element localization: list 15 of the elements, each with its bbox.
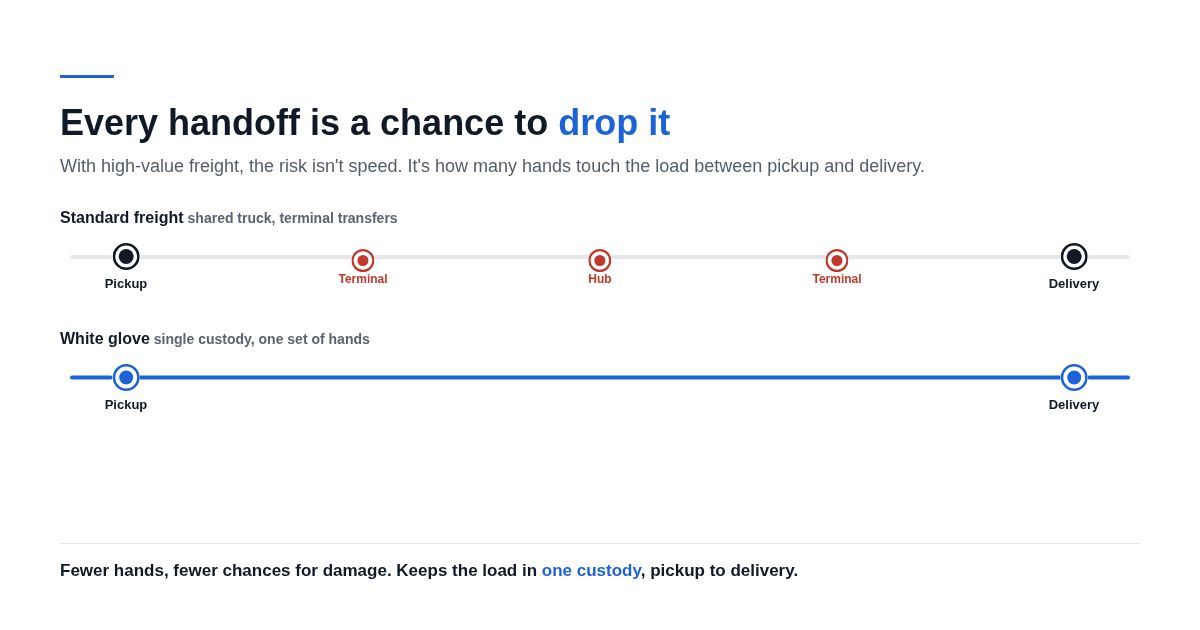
stop-label: Terminal bbox=[812, 273, 862, 285]
track-heading: White glove bbox=[60, 329, 150, 349]
track-description: shared truck, terminal transfers bbox=[187, 209, 398, 228]
page-title: Every handoff is a chance to drop it bbox=[60, 101, 671, 145]
stop-label: Pickup bbox=[104, 398, 148, 411]
stop-label: Delivery bbox=[1048, 398, 1100, 411]
stop-label: Hub bbox=[588, 273, 612, 285]
stop-label: Terminal bbox=[338, 273, 388, 285]
stop-label: Pickup bbox=[104, 277, 148, 290]
connector-line bbox=[139, 375, 1061, 380]
subtitle: With high-value freight, the risk isn't speed. It's how many hands touch the load between pickup and delivery. bbox=[60, 155, 926, 177]
track-description: single custody, one set of hands bbox=[153, 330, 370, 349]
footer-note: Fewer hands, fewer chances for damage. Keeps the load in one custody, pickup to delivery. bbox=[60, 561, 799, 581]
stop-label: Delivery bbox=[1048, 277, 1100, 290]
track-heading: Standard freight bbox=[60, 208, 184, 228]
